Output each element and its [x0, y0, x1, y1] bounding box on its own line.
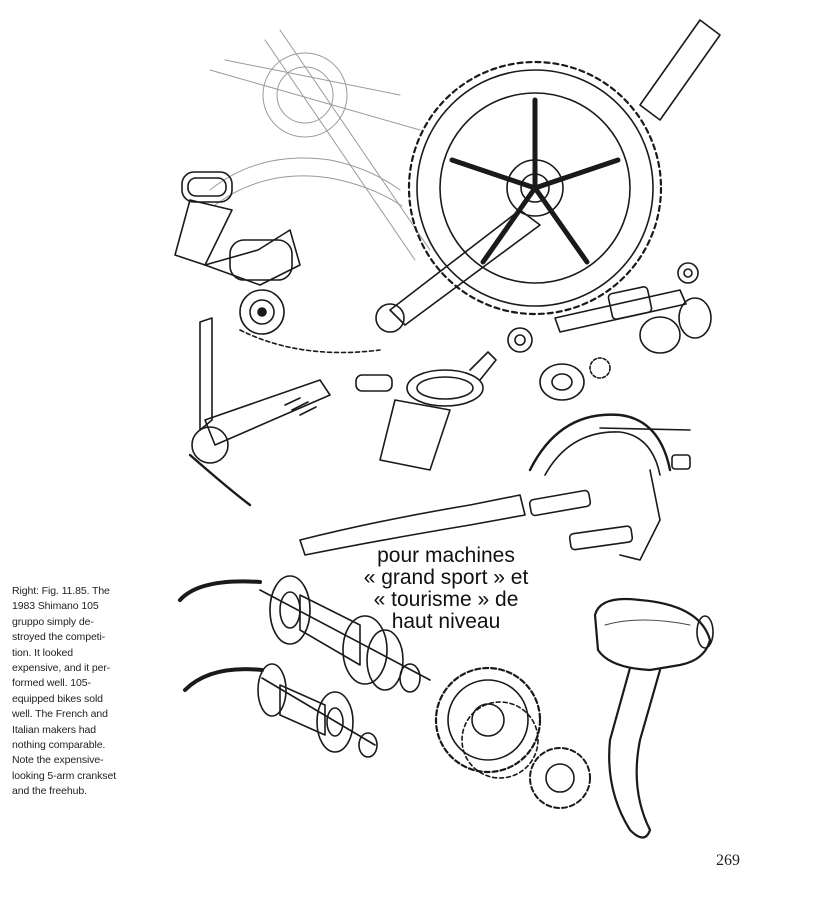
- freewheel-cassette-icon: [434, 666, 591, 809]
- caption-line: 1983 Shimano 105: [12, 600, 99, 613]
- caption-line: Italian makers had: [12, 723, 96, 736]
- caption-line: expensive, and it per-: [12, 662, 111, 675]
- rear-hub-icon: [178, 575, 431, 693]
- caption-line: tion. It looked: [12, 646, 73, 659]
- caption-line: and the freehub.: [12, 785, 87, 798]
- caption-line: stroyed the competi-: [12, 631, 106, 644]
- front-derailleur-icon: [299, 351, 526, 556]
- figure-caption: Right: Fig. 11.85. The 1983 Shimano 105 …: [12, 584, 152, 800]
- bottom-bracket-icon: [507, 262, 712, 401]
- caption-line: formed well. 105-: [12, 677, 91, 690]
- rear-derailleur-icon: [174, 171, 381, 354]
- caption-line: Note the expensive-: [12, 754, 104, 767]
- advert-line: haut niveau: [391, 610, 501, 633]
- caption-line: equipped bikes sold: [12, 692, 103, 705]
- caption-line: nothing comparable.: [12, 739, 106, 752]
- page-number: 269: [716, 852, 740, 869]
- frame-background-icon: [209, 29, 431, 261]
- caption-line: well. The French and: [12, 708, 108, 721]
- chainring-crankset-icon: [375, 19, 721, 333]
- caption-line: looking 5-arm crankset: [12, 769, 117, 782]
- advert-line: « grand sport » et: [363, 566, 529, 589]
- advert-line: « tourisme » de: [373, 588, 519, 611]
- shimano-105-group-illustration: [174, 19, 721, 839]
- caption-line: Right: Fig. 11.85. The: [12, 585, 110, 597]
- advert-line: pour machines: [377, 544, 515, 567]
- caption-line: gruppo simply de-: [12, 615, 94, 628]
- front-hub-icon: [183, 663, 378, 758]
- shift-lever-icon: [188, 317, 331, 507]
- caliper-brake-icon: [528, 413, 691, 561]
- brake-lever-icon: [593, 597, 714, 839]
- french-advert-slogan: pour machines « grand sport » et « touri…: [326, 545, 566, 633]
